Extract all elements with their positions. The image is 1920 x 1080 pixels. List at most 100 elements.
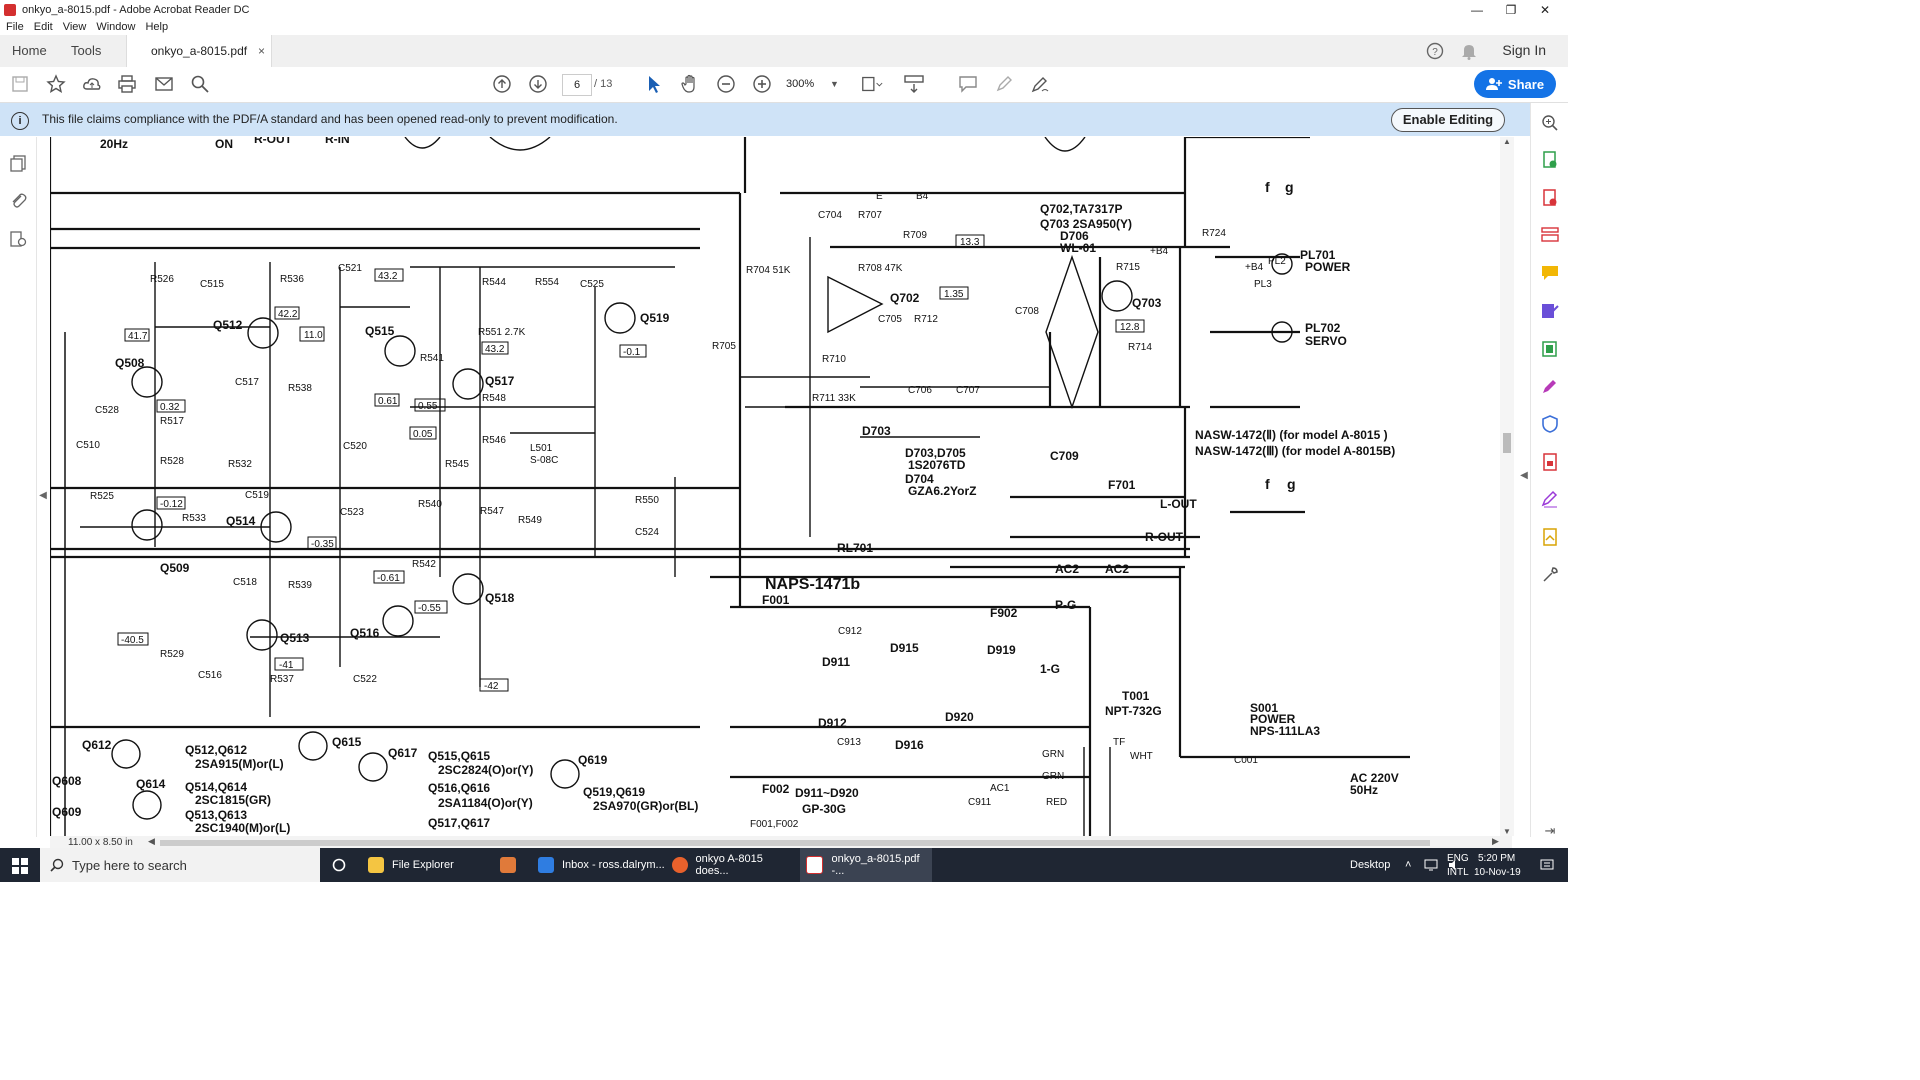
menu-view[interactable]: View: [62, 21, 87, 33]
svg-text:11.0: 11.0: [304, 330, 323, 341]
svg-text:S001: S001: [1250, 701, 1278, 715]
zoom-level-select[interactable]: 300% ▼: [786, 74, 839, 94]
svg-text:Q617: Q617: [388, 746, 418, 760]
zoom-out-icon[interactable]: [714, 72, 738, 96]
windows-start-icon[interactable]: [12, 858, 28, 877]
clock-time[interactable]: 5:20 PM: [1478, 852, 1516, 864]
menu-help[interactable]: Help: [145, 21, 169, 33]
svg-text:g: g: [1287, 476, 1296, 492]
clock-date[interactable]: 10-Nov-19: [1474, 866, 1521, 878]
select-cursor-icon[interactable]: [642, 72, 666, 96]
svg-text:D915: D915: [890, 641, 919, 655]
hand-tool-icon[interactable]: [678, 72, 702, 96]
page-fit-icon[interactable]: [860, 72, 884, 96]
scroll-down-icon[interactable]: ▼: [1503, 827, 1511, 836]
scroll-right-icon[interactable]: ▶: [1492, 836, 1499, 846]
collapse-tools-pane-icon[interactable]: ⇥: [1544, 823, 1556, 838]
bookmark-star-icon[interactable]: [44, 72, 68, 96]
taskbar-file-explorer[interactable]: File Explorer: [368, 848, 488, 882]
export-pdf-icon[interactable]: [1540, 150, 1560, 170]
svg-text:13.3: 13.3: [960, 237, 980, 248]
menu-window[interactable]: Window: [96, 21, 136, 33]
vertical-scroll-thumb[interactable]: [1503, 433, 1511, 453]
close-tab-icon[interactable]: ×: [257, 44, 265, 58]
organize-pages-icon[interactable]: [1540, 225, 1560, 245]
svg-text:L501: L501: [530, 443, 553, 454]
menu-file[interactable]: File: [6, 21, 24, 33]
taskbar-outlook[interactable]: Inbox - ross.dalrym...: [538, 848, 666, 882]
pdfa-notice-bar: i This file claims compliance with the P…: [0, 103, 1530, 136]
enable-editing-button[interactable]: Enable Editing: [1391, 108, 1505, 132]
close-window-button[interactable]: ✕: [1539, 2, 1551, 17]
task-view-icon[interactable]: [332, 858, 346, 875]
volume-icon[interactable]: [1448, 848, 1460, 882]
sign-icon[interactable]: [1028, 72, 1052, 96]
search-icon[interactable]: [188, 72, 212, 96]
svg-text:-40.5: -40.5: [121, 635, 144, 646]
svg-text:C001: C001: [1234, 755, 1258, 766]
scroll-left-icon[interactable]: ◀: [148, 836, 155, 846]
fill-and-sign-icon[interactable]: [1540, 376, 1560, 396]
tray-chevron-icon[interactable]: ˄: [1405, 859, 1412, 871]
desktop-toolbar-label[interactable]: Desktop: [1350, 859, 1391, 871]
protect-shield-icon[interactable]: [1540, 414, 1560, 434]
svg-text:Q703: Q703: [1132, 296, 1162, 310]
svg-text:R710: R710: [822, 354, 846, 365]
accessibility-tools-icon[interactable]: [8, 229, 28, 249]
pdf-document-view[interactable]: 20Hz ON R-OUT R-IN Q508 Q512 Q515 Q517 Q…: [50, 137, 1512, 836]
network-icon[interactable]: [1424, 848, 1438, 882]
keyboard-layout-label[interactable]: INTL: [1447, 866, 1469, 878]
svg-text:0.05: 0.05: [413, 429, 433, 440]
scroll-mode-icon[interactable]: [902, 72, 926, 96]
svg-text:C515: C515: [200, 279, 224, 290]
taskbar-acrobat[interactable]: onkyo_a-8015.pdf -...: [800, 848, 932, 882]
attachment-icon[interactable]: [8, 190, 28, 210]
svg-text:F001,F002: F001,F002: [750, 819, 799, 830]
horizontal-scroll-thumb[interactable]: [160, 840, 1430, 846]
zoom-in-icon[interactable]: [750, 72, 774, 96]
sign-in-link[interactable]: Sign In: [1502, 42, 1546, 58]
vertical-scrollbar[interactable]: ▲ ▼: [1500, 137, 1514, 836]
print-icon[interactable]: [115, 72, 139, 96]
upload-cloud-icon[interactable]: [80, 72, 104, 96]
next-page-icon[interactable]: [526, 72, 550, 96]
comment-icon[interactable]: [956, 72, 980, 96]
taskbar-media-app[interactable]: [500, 848, 526, 882]
language-label[interactable]: ENG: [1447, 852, 1469, 864]
menu-edit[interactable]: Edit: [33, 21, 53, 33]
previous-page-icon[interactable]: [490, 72, 514, 96]
notification-center-icon[interactable]: [1540, 848, 1554, 882]
share-button[interactable]: Share: [1474, 70, 1556, 98]
certificates-icon[interactable]: [1540, 527, 1560, 547]
help-icon[interactable]: ?: [1424, 35, 1446, 67]
optimize-pdf-icon[interactable]: [1540, 452, 1560, 472]
sign-tool-icon[interactable]: [1540, 489, 1560, 509]
tab-home[interactable]: Home: [12, 43, 47, 58]
page-total: / 13: [594, 78, 613, 90]
taskbar-search-box[interactable]: Type here to search: [40, 848, 320, 882]
edit-pdf-icon[interactable]: [1540, 339, 1560, 359]
tab-document[interactable]: onkyo_a-8015.pdf ×: [126, 35, 272, 67]
acrobat-app-icon: [4, 3, 16, 16]
send-for-signature-icon[interactable]: [1540, 301, 1560, 321]
comment-tool-icon[interactable]: [1540, 263, 1560, 283]
tab-tools[interactable]: Tools: [71, 43, 102, 58]
svg-text:-0.61: -0.61: [377, 573, 400, 584]
create-pdf-icon[interactable]: [1540, 188, 1560, 208]
notifications-bell-icon[interactable]: [1458, 35, 1480, 67]
scroll-up-icon[interactable]: ▲: [1503, 137, 1511, 146]
maximize-button[interactable]: ❐: [1505, 2, 1517, 17]
collapse-left-panel-icon[interactable]: ◀: [39, 489, 47, 501]
more-tools-icon[interactable]: [1540, 565, 1560, 585]
email-icon[interactable]: [152, 72, 176, 96]
taskbar-firefox[interactable]: onkyo A-8015 does...: [672, 848, 796, 882]
zoom-tool-icon[interactable]: [1540, 113, 1560, 133]
page-thumbnails-icon[interactable]: [8, 153, 28, 173]
svg-text:C517: C517: [235, 377, 259, 388]
expand-right-panel-icon[interactable]: ◀: [1520, 469, 1528, 481]
page-number-input[interactable]: 6: [562, 74, 592, 96]
minimize-button[interactable]: —: [1471, 2, 1483, 17]
svg-text:PL2: PL2: [1268, 256, 1286, 267]
save-icon[interactable]: [8, 72, 32, 96]
highlight-pen-icon[interactable]: [992, 72, 1016, 96]
